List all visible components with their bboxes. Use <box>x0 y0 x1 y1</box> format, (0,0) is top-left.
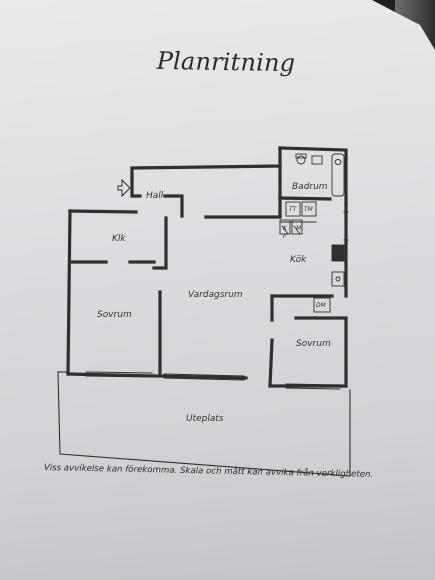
entrance-arrow <box>117 178 131 198</box>
windows <box>85 211 349 390</box>
bathroom-fixtures <box>285 153 345 217</box>
room-label-klk: Klk <box>112 234 126 244</box>
room-label-uteplats: Uteplats <box>186 414 224 424</box>
fixture-label-kyl: K <box>283 225 288 232</box>
fixture-label-frys: F <box>283 233 287 240</box>
room-label-sovrum-left: Sovrum <box>97 310 132 320</box>
fixture-label-dm: DM <box>316 302 327 309</box>
room-label-sovrum-right: Sovrum <box>296 339 331 349</box>
terrace-outline <box>57 371 351 477</box>
kitchen-fixtures <box>279 219 345 313</box>
room-label-kok: Kök <box>290 255 307 265</box>
fixture-label-tt: TT <box>289 206 298 213</box>
fixture-label-mikro: M <box>296 225 302 232</box>
room-label-hall: Hall <box>146 191 164 201</box>
fixture-label-tm: TM <box>304 206 314 213</box>
room-label-badrum: Badrum <box>292 182 328 192</box>
walls <box>66 146 348 388</box>
room-label-vardagsrum: Vardagsrum <box>188 290 243 300</box>
